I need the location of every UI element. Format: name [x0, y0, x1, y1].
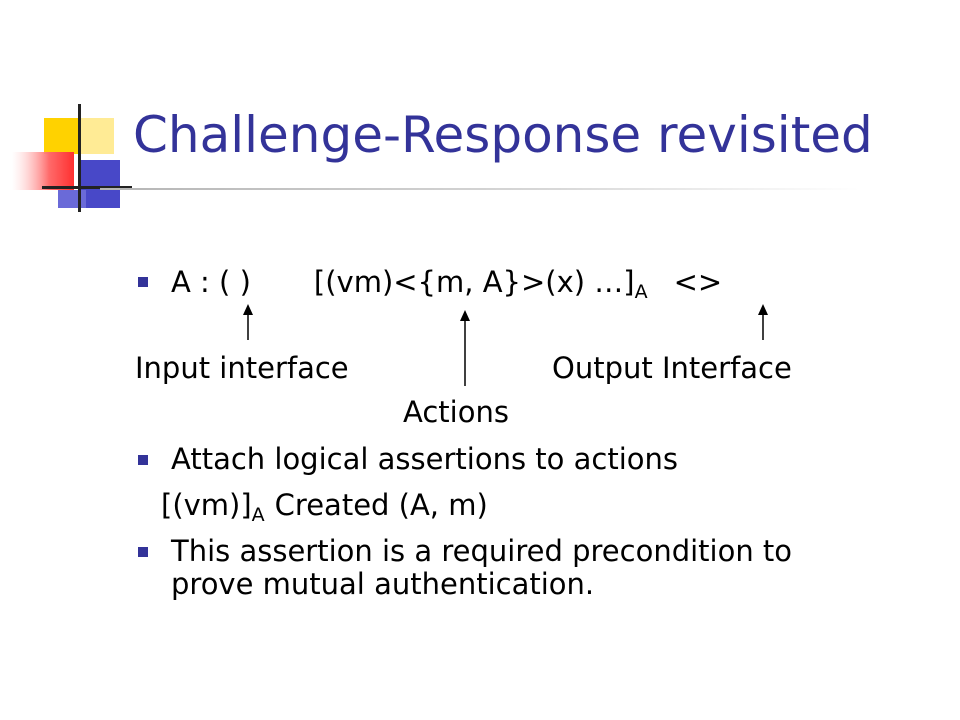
output-interface-expression: <>	[673, 265, 723, 299]
input-interface-expression: A : ( )	[171, 265, 251, 299]
title-divider	[100, 188, 860, 190]
bullet-process-expression: A : ( ) [(vm)<{m, A}>(x) …]A <>	[171, 264, 723, 303]
bullet-marker	[138, 455, 148, 465]
assertion-created: Created (A, m)	[274, 488, 488, 522]
bullet-precondition-line2: prove mutual authentication.	[171, 567, 595, 601]
bullet-marker	[138, 277, 148, 287]
label-input-interface: Input interface	[135, 351, 349, 385]
bullet-attach-assertions: Attach logical assertions to actions	[171, 442, 678, 476]
label-output-interface: Output Interface	[552, 351, 792, 385]
slide-title: Challenge-Response revisited	[133, 106, 873, 164]
actions-expression: [(vm)<{m, A}>(x) …]	[313, 265, 635, 299]
subscript-a: A	[251, 504, 265, 526]
bullet-precondition-line1: This assertion is a required preconditio…	[171, 534, 793, 568]
bullet-marker	[138, 547, 148, 557]
subscript-a: A	[634, 281, 648, 303]
assertion-action: [(vm)]	[161, 488, 252, 522]
label-actions: Actions	[403, 395, 509, 429]
assertion-expression: [(vm)]A Created (A, m)	[161, 487, 488, 526]
corner-logo-decoration	[12, 104, 132, 212]
